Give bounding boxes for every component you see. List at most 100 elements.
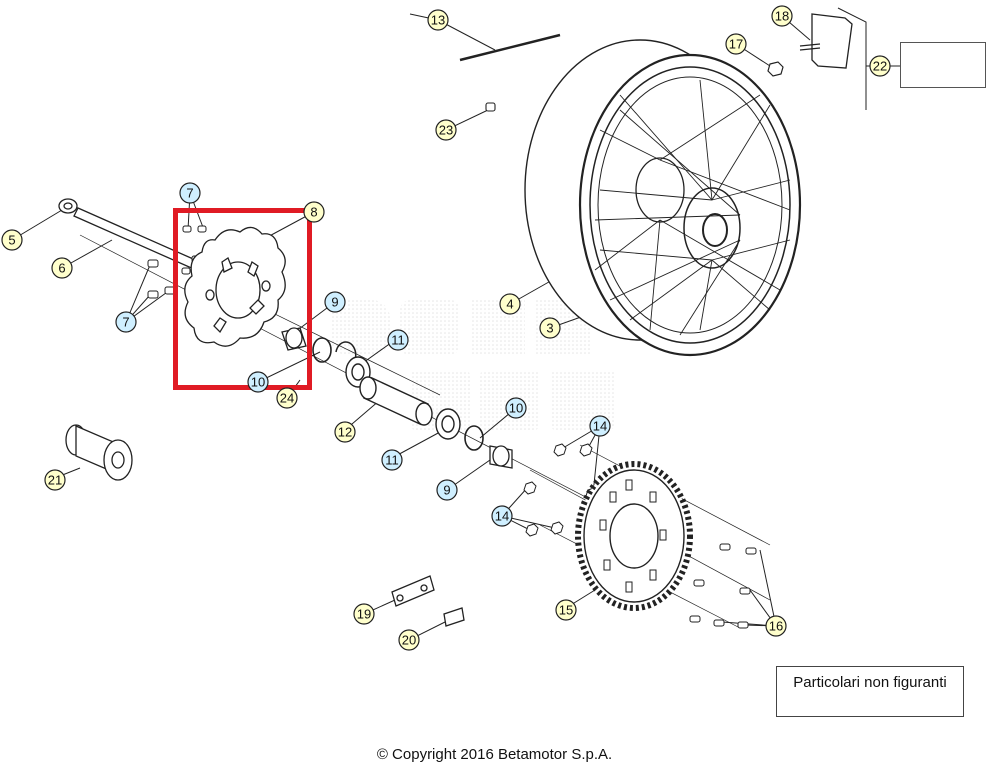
- callout-bubble: [539, 317, 561, 339]
- callout-bubble: [51, 257, 73, 279]
- copyright-text: © Copyright 2016 Betamotor S.p.A.: [376, 746, 613, 763]
- callout-c16: 16: [765, 615, 787, 637]
- callout-layer: 13 18 17 22 23 5 6 7 7 8 9 11 10 24 12 11 10 9 4 3 14 14 15 16 1…: [1, 5, 891, 651]
- callout-number: 14: [495, 509, 509, 524]
- callout-bubble: [115, 311, 137, 333]
- callout-bubble: [435, 119, 457, 141]
- callout-bubble: [1, 229, 23, 251]
- callout-c14b: 14: [491, 505, 513, 527]
- clip-link-part: [443, 607, 465, 627]
- callout-bubble: [387, 329, 409, 351]
- callout-bubble: [353, 603, 375, 625]
- callout-bubble: [398, 629, 420, 651]
- spacer-right-part: [489, 445, 513, 469]
- nut-part: [767, 61, 784, 77]
- callout-c9a: 9: [324, 291, 346, 313]
- callout-number: 10: [251, 375, 265, 390]
- callout-c18: 18: [771, 5, 793, 27]
- callout-number: 14: [593, 419, 607, 434]
- legend-title: Particolari non figuranti: [793, 674, 947, 691]
- legend-box: Particolari non figuranti: [776, 666, 964, 717]
- callout-c17: 17: [725, 33, 747, 55]
- callout-number: 20: [402, 633, 416, 648]
- callout-bubble: [276, 387, 298, 409]
- callout-bubble: [725, 33, 747, 55]
- callout-c21: 21: [44, 469, 66, 491]
- callout-c12: 12: [334, 421, 356, 443]
- axle-part: [73, 207, 203, 272]
- callout-c10a: 10: [247, 371, 269, 393]
- callout-c20: 20: [398, 629, 420, 651]
- callout-number: 6: [58, 261, 65, 276]
- callout-number: 15: [559, 603, 573, 618]
- callout-bubble: [44, 469, 66, 491]
- callout-c13: 13: [427, 9, 449, 31]
- callout-bubble: [765, 615, 787, 637]
- callout-number: 7: [186, 186, 193, 201]
- callout-number: 8: [310, 205, 317, 220]
- chain-guide-part: [799, 13, 853, 69]
- callout-number: 18: [775, 9, 789, 24]
- callout-bubble: [771, 5, 793, 27]
- callout-c19: 19: [353, 603, 375, 625]
- callout-number: 19: [357, 607, 371, 622]
- seal-right-part: [464, 425, 484, 451]
- callout-bubble: [491, 505, 513, 527]
- callout-number: 24: [280, 391, 294, 406]
- bearing-right-part: [435, 408, 461, 440]
- spoke-nipple-part: [485, 102, 496, 112]
- callout-c8: 8: [303, 201, 325, 223]
- callout-c4: 4: [499, 293, 521, 315]
- callout-number: 22: [873, 59, 887, 74]
- callout-c14a: 14: [589, 415, 611, 437]
- callout-bubble: [427, 9, 449, 31]
- callout-number: 11: [385, 453, 399, 468]
- callout-c24: 24: [276, 387, 298, 409]
- callout-c7b: 7: [115, 311, 137, 333]
- callout-number: 17: [729, 37, 743, 52]
- callout-number: 9: [331, 295, 338, 310]
- callout-bubble: [179, 182, 201, 204]
- callout-bubble: [505, 397, 527, 419]
- sprocket-part: [575, 461, 693, 611]
- callout-number: 4: [506, 297, 513, 312]
- callout-c10b: 10: [505, 397, 527, 419]
- callout-number: 10: [509, 401, 523, 416]
- callout-number: 16: [769, 619, 783, 634]
- highlight-box: [173, 208, 312, 390]
- callout-bubble: [247, 371, 269, 393]
- callout-number: 13: [431, 13, 445, 28]
- callout-number: 3: [546, 321, 553, 336]
- spacer-tube-part: [359, 376, 433, 426]
- callout-c22: 22: [869, 55, 891, 77]
- callout-number: 23: [439, 123, 453, 138]
- callout-number: 9: [443, 483, 450, 498]
- callout-c6: 6: [51, 257, 73, 279]
- seal-left-part: [312, 337, 332, 363]
- callout-bubble: [555, 599, 577, 621]
- callout-bubble: [324, 291, 346, 313]
- axle-nut-part: [58, 198, 78, 214]
- spoke-part: [459, 33, 561, 62]
- callout-bubble: [589, 415, 611, 437]
- callout-c11a: 11: [387, 329, 409, 351]
- wheel-part: [524, 39, 802, 357]
- callout-bubble: [334, 421, 356, 443]
- hub-part: [65, 424, 133, 481]
- callout-c7a: 7: [179, 182, 201, 204]
- callout-c5: 5: [1, 229, 23, 251]
- callout-number: 7: [122, 315, 129, 330]
- callout-c3: 3: [539, 317, 561, 339]
- sprocket-bolts-part: [689, 543, 757, 629]
- callout-bubble: [303, 201, 325, 223]
- callout-number: 11: [391, 333, 405, 348]
- callout-bubble: [436, 479, 458, 501]
- group-22-box: [900, 42, 986, 88]
- callout-bubble: [499, 293, 521, 315]
- chain-link-part: [391, 575, 435, 607]
- spacer-left-part: [281, 327, 307, 351]
- callout-c23: 23: [435, 119, 457, 141]
- callout-number: 21: [48, 473, 62, 488]
- callout-c15: 15: [555, 599, 577, 621]
